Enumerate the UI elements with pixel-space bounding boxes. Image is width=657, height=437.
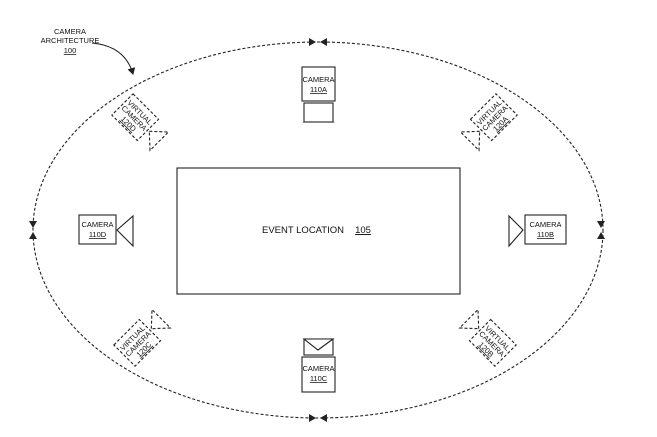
virtual-camera-120c: VIRTUAL CAMERA 120C bbox=[113, 308, 172, 367]
camera-110a: CAMERA 110A bbox=[301, 66, 336, 123]
camera-110c-label: CAMERA bbox=[302, 364, 334, 373]
title-line2: ARCHITECTURE bbox=[41, 36, 100, 45]
camera-110d-ref: 110D bbox=[89, 230, 107, 239]
camera-110d: CAMERA 110D bbox=[78, 214, 134, 248]
event-location-box bbox=[176, 167, 461, 295]
camera-110b-label: CAMERA bbox=[529, 220, 561, 229]
camera-110a-label: CAMERA bbox=[302, 75, 334, 84]
virtual-camera-120d: VIRTUAL CAMERA 120D bbox=[111, 93, 170, 152]
title-line1: CAMERA bbox=[54, 27, 86, 36]
camera-110c: CAMERA 110C bbox=[301, 338, 336, 393]
virtual-camera-120b: VIRTUAL CAMERA 120B bbox=[458, 308, 517, 367]
virtual-camera-120a: VIRTUAL CAMERA 120A bbox=[459, 93, 518, 152]
camera-110d-label: CAMERA bbox=[81, 220, 113, 229]
camera-path-ellipse bbox=[32, 41, 604, 419]
title-arrow bbox=[91, 42, 136, 75]
title-ref: 100 bbox=[64, 46, 77, 55]
camera-110a-ref: 110A bbox=[310, 85, 327, 94]
path-direction-arrows bbox=[29, 38, 605, 422]
camera-110b-ref: 110B bbox=[537, 230, 554, 239]
title-label: CAMERA ARCHITECTURE 100 bbox=[41, 27, 100, 55]
camera-110c-ref: 110C bbox=[310, 374, 328, 383]
camera-110b: CAMERA 110B bbox=[508, 214, 567, 248]
event-location-ref: 105 bbox=[355, 225, 371, 236]
event-location-label: EVENT LOCATION bbox=[262, 225, 344, 236]
